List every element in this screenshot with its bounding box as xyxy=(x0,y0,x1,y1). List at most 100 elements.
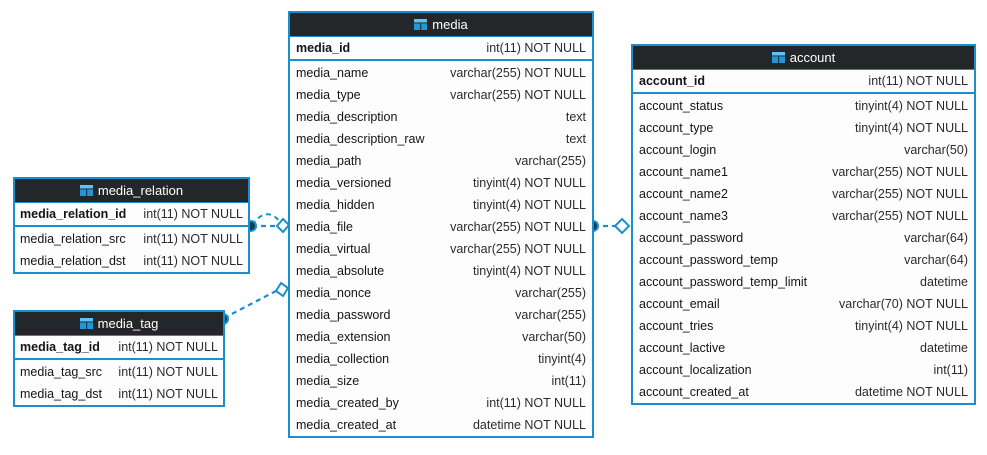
field-type: datetime NOT NULL xyxy=(472,418,586,432)
field-type: tinyint(4) NOT NULL xyxy=(473,198,586,212)
field-type: int(11) xyxy=(933,363,968,377)
table-row[interactable]: media_tag_id int(11) NOT NULL xyxy=(15,336,223,358)
table-icon xyxy=(771,47,785,63)
field-type: varchar(64) xyxy=(904,231,968,245)
entity-header-media: media xyxy=(290,13,592,36)
table-row[interactable]: media_relation_id int(11) NOT NULL xyxy=(15,203,248,225)
field-name: media_versioned xyxy=(296,176,392,190)
entity-title-account: account xyxy=(789,50,836,65)
field-name: media_virtual xyxy=(296,242,371,256)
table-row[interactable]: media_file varchar(255) NOT NULL xyxy=(290,216,592,238)
table-row[interactable]: media_description_raw text xyxy=(290,128,592,150)
connector-diamond-end xyxy=(274,281,290,298)
field-name: media_nonce xyxy=(296,286,372,300)
field-name: media_relation_dst xyxy=(20,254,126,268)
field-type: datetime NOT NULL xyxy=(854,385,968,399)
pk-section-account: account_id int(11) NOT NULL xyxy=(633,69,974,94)
field-name: media_id xyxy=(296,41,351,55)
table-row[interactable]: media_name varchar(255) NOT NULL xyxy=(290,62,592,84)
table-row[interactable]: media_id int(11) NOT NULL xyxy=(290,37,592,59)
entity-header-media_relation: media_relation xyxy=(15,179,248,202)
entity-table-media[interactable]: media media_id int(11) NOT NULL media_na… xyxy=(288,11,594,438)
table-row[interactable]: account_localization int(11) xyxy=(633,359,974,381)
field-name: account_localization xyxy=(639,363,752,377)
field-type: tinyint(4) NOT NULL xyxy=(473,264,586,278)
relation-media_tag-media[interactable] xyxy=(217,281,290,325)
field-name: media_name xyxy=(296,66,369,80)
field-name: media_password xyxy=(296,308,391,322)
table-row[interactable]: account_type tinyint(4) NOT NULL xyxy=(633,117,974,139)
field-name: account_password_temp xyxy=(639,253,778,267)
field-type: varchar(255) NOT NULL xyxy=(450,220,586,234)
field-type: int(11) NOT NULL xyxy=(486,41,586,55)
entity-title-media_tag: media_tag xyxy=(97,316,159,331)
field-name: media_extension xyxy=(296,330,391,344)
field-name: account_lactive xyxy=(639,341,726,355)
pk-section-media_relation: media_relation_id int(11) NOT NULL xyxy=(15,202,248,227)
table-row[interactable]: account_status tinyint(4) NOT NULL xyxy=(633,95,974,117)
field-type: tinyint(4) xyxy=(538,352,586,366)
field-name: account_type xyxy=(639,121,714,135)
field-name: account_created_at xyxy=(639,385,749,399)
field-name: media_description_raw xyxy=(296,132,425,146)
field-name: account_status xyxy=(639,99,724,113)
field-type: tinyint(4) NOT NULL xyxy=(855,99,968,113)
connector-diamond-end xyxy=(613,217,631,235)
field-type: int(11) NOT NULL xyxy=(868,74,968,88)
table-row[interactable]: media_created_at datetime NOT NULL xyxy=(290,414,592,436)
entity-body-media_tag: media_tag_id int(11) NOT NULL media_tag_… xyxy=(15,335,223,405)
field-type: int(11) NOT NULL xyxy=(143,232,243,246)
field-name: media_created_at xyxy=(296,418,397,432)
entity-table-account[interactable]: account account_id int(11) NOT NULL acco… xyxy=(631,44,976,405)
field-type: tinyint(4) NOT NULL xyxy=(855,319,968,333)
table-icon xyxy=(79,313,93,329)
field-type: text xyxy=(565,132,586,146)
field-name: media_type xyxy=(296,88,361,102)
entity-table-media_tag[interactable]: media_tag media_tag_id int(11) NOT NULL … xyxy=(13,310,225,407)
entity-body-media_relation: media_relation_id int(11) NOT NULL media… xyxy=(15,202,248,272)
field-type: tinyint(4) NOT NULL xyxy=(855,121,968,135)
pk-section-media: media_id int(11) NOT NULL xyxy=(290,36,592,61)
table-row[interactable]: account_created_at datetime NOT NULL xyxy=(633,381,974,403)
table-row[interactable]: account_id int(11) NOT NULL xyxy=(633,70,974,92)
field-type: int(11) NOT NULL xyxy=(118,387,218,401)
entity-table-media_relation[interactable]: media_relation media_relation_id int(11)… xyxy=(13,177,250,274)
field-name: media_relation_id xyxy=(20,207,127,221)
relation-media-account[interactable] xyxy=(587,217,631,235)
field-name: media_file xyxy=(296,220,353,234)
entity-body-account: account_id int(11) NOT NULL account_stat… xyxy=(633,69,974,403)
relation-media_relation-media[interactable] xyxy=(245,213,291,234)
field-type: int(11) NOT NULL xyxy=(486,396,586,410)
field-type: varchar(50) xyxy=(904,143,968,157)
field-type: varchar(255) NOT NULL xyxy=(450,66,586,80)
entity-title-media_relation: media_relation xyxy=(97,183,184,198)
